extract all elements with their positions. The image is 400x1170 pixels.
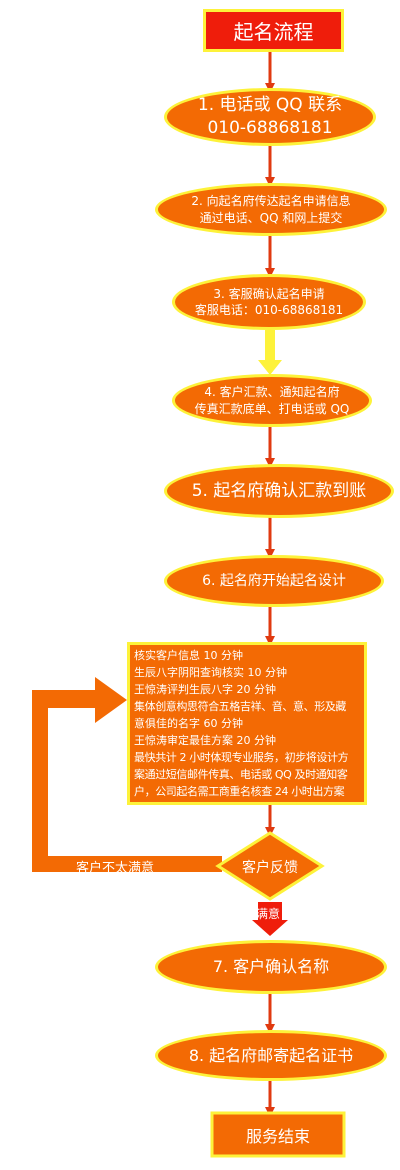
process-line: 核实客户信息 10 分钟 <box>134 649 243 662</box>
feedback-loop-arrow <box>32 677 222 872</box>
step-8-oval: 8. 起名府邮寄起名证书 <box>155 1030 387 1081</box>
satisfied-label: 满意 <box>256 907 281 921</box>
step-7-oval: 7. 客户确认名称 <box>155 940 387 994</box>
step-3-line-2: 客服电话：010-68868181 <box>194 303 344 317</box>
process-line: 户，公司起名需工商重名核查 24 小时出方案 <box>134 785 345 798</box>
feedback-diamond <box>215 831 325 901</box>
arrow-s3-s4 <box>258 330 282 375</box>
not-satisfied-label: 客户不太满意 <box>76 861 155 876</box>
step-5-text: 5. 起名府确认汇款到账 <box>191 480 367 501</box>
step-4-line-1: 4. 客户汇款、通知起名府 <box>204 385 340 400</box>
step-6-oval: 6. 起名府开始起名设计 <box>164 555 384 607</box>
end-text: 服务结束 <box>245 1126 310 1146</box>
step-2-line-1: 2. 向起名府传达起名申请信息 <box>191 194 351 209</box>
process-line: 王惊涛评判生辰八字 20 分钟 <box>134 683 276 696</box>
satisfied-arrow <box>252 902 288 936</box>
process-line: 最快共计 2 小时体现专业服务，初步将设计方 <box>134 751 349 764</box>
title-box: 起名流程 <box>203 9 344 52</box>
process-box: 核实客户信息 10 分钟 生辰八字阴阳查询核实 10 分钟 王惊涛评判生辰八字 … <box>127 642 367 805</box>
end-box <box>210 1111 346 1158</box>
step-2-oval: 2. 向起名府传达起名申请信息 通过电话、QQ 和网上提交 <box>155 183 387 236</box>
step-2-line-2: 通过电话、QQ 和网上提交 <box>199 210 343 225</box>
process-line: 意俱佳的名字 60 分钟 <box>134 717 243 730</box>
feedback-text: 客户反馈 <box>242 860 298 876</box>
step-5-oval: 5. 起名府确认汇款到账 <box>164 464 394 518</box>
step-4-oval: 4. 客户汇款、通知起名府 传真汇款底单、打电话或 QQ <box>172 374 372 427</box>
process-line: 生辰八字阴阳查询核实 10 分钟 <box>134 666 287 679</box>
process-line: 集体创意构思符合五格吉祥、音、意、形及藏 <box>134 700 346 713</box>
step-3-oval: 3. 客服确认起名申请 客服电话：010-68868181 <box>172 274 366 330</box>
process-line: 案通过短信邮件传真、电话或 QQ 及时通知客 <box>134 768 348 781</box>
title-text: 起名流程 <box>233 20 314 44</box>
step-8-text: 8. 起名府邮寄起名证书 <box>188 1045 354 1065</box>
end-label-box: 服务结束 <box>212 1113 344 1156</box>
step-1-oval: 1. 电话或 QQ 联系 010-68868181 <box>164 88 376 146</box>
step-6-text: 6. 起名府开始起名设计 <box>202 572 346 589</box>
step-3-line-1: 3. 客服确认起名申请 <box>213 286 325 301</box>
step-7-text: 7. 客户确认名称 <box>212 957 330 977</box>
step-1-line-1: 1. 电话或 QQ 联系 <box>197 95 343 116</box>
step-1-line-2: 010-68868181 <box>207 118 333 138</box>
step-4-line-2: 传真汇款底单、打电话或 QQ <box>194 401 350 416</box>
process-line: 王惊涛审定最佳方案 20 分钟 <box>134 734 276 747</box>
